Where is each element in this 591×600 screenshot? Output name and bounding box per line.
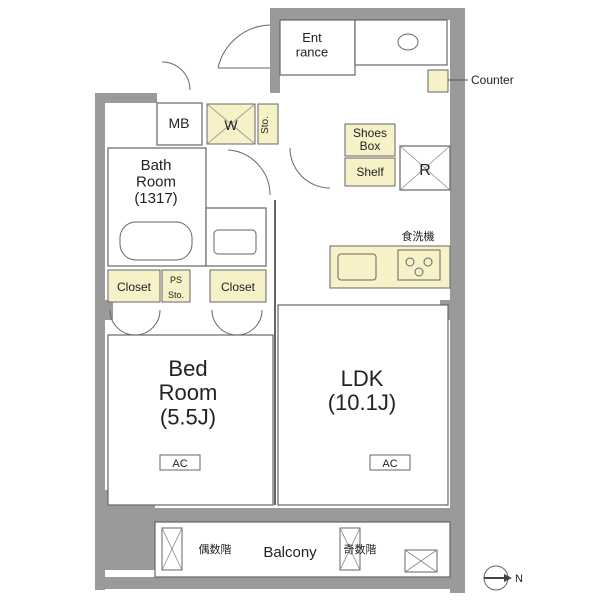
balcony <box>154 521 451 578</box>
shelf <box>344 157 396 187</box>
sto-small-label: Sto. <box>260 116 271 134</box>
stove <box>397 249 441 281</box>
counter-label: Counter <box>471 73 514 87</box>
ldk-label: LDK(10.1J) <box>328 366 396 415</box>
bath-room <box>107 147 207 267</box>
washbasin <box>213 229 257 255</box>
closet-right-label: Closet <box>221 280 256 294</box>
north-indicator <box>483 565 512 591</box>
w-label: W <box>224 117 238 133</box>
bedroom <box>107 334 274 506</box>
even-floor-label: 偶数階 <box>199 542 232 556</box>
north-label: N <box>515 573 523 585</box>
odd-floor-label: 奇数階 <box>344 542 377 556</box>
balcony-label: Balcony <box>263 544 317 561</box>
ac-right-label: AC <box>382 458 397 470</box>
closet-right <box>209 269 267 303</box>
dishwasher-label: 食洗機 <box>402 229 435 243</box>
shelf-label: Shelf <box>356 165 384 179</box>
mb-label: MB <box>169 115 190 131</box>
bathtub <box>119 221 193 261</box>
sto-mid-label: Sto. <box>168 290 184 300</box>
mb-room <box>156 102 203 146</box>
hatch-even <box>161 527 183 571</box>
outdoor-unit <box>404 549 438 573</box>
washroom <box>205 207 267 267</box>
kitchen-sink <box>337 253 377 281</box>
ac-left-unit <box>159 454 201 471</box>
ac-right-unit <box>369 454 411 471</box>
ac-left-label: AC <box>172 458 187 470</box>
kitchen-counter <box>329 245 451 289</box>
sto-small <box>257 103 279 145</box>
ldk <box>277 304 449 506</box>
hatch-odd <box>339 527 361 571</box>
closet-left-label: Closet <box>117 280 152 294</box>
r-label: R <box>419 162 431 179</box>
toilet <box>397 33 419 51</box>
counter-box <box>427 69 449 93</box>
ps-label: PS <box>170 275 182 285</box>
ps-sto <box>161 269 191 303</box>
closet-left <box>107 269 161 303</box>
shoes-box <box>344 123 396 157</box>
